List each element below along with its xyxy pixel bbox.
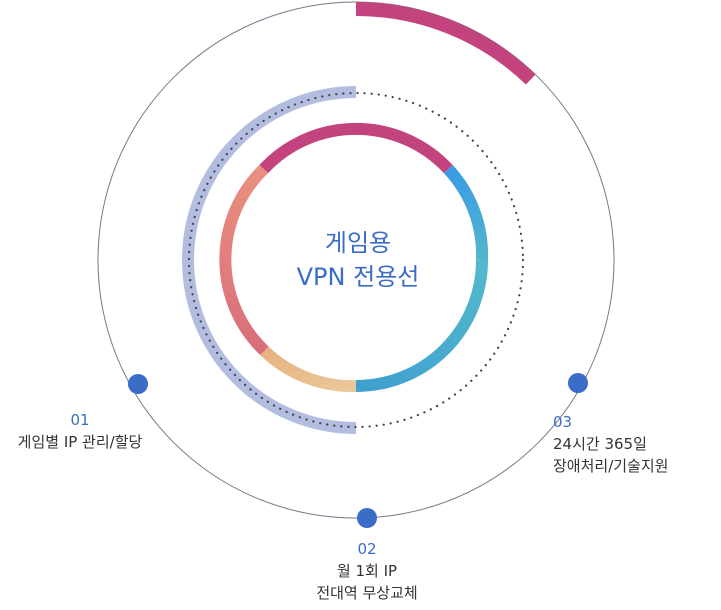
item-02-label: 02 월 1회 IP 전대역 무상교체 <box>277 538 457 604</box>
item-02-text-line1: 월 1회 IP <box>336 562 398 580</box>
item-03-label: 03 24시간 365일 장애처리/기술지원 <box>553 411 721 477</box>
item-03-text-line1: 24시간 365일 <box>553 435 647 453</box>
ring-segment-peach <box>260 346 357 393</box>
item-03-number: 03 <box>553 413 573 431</box>
node-dot-03 <box>568 373 588 393</box>
center-title: 게임용 VPN 전용선 <box>258 226 458 294</box>
inner-ring <box>219 122 489 393</box>
ring-segment-magenta <box>259 122 453 174</box>
center-title-line1: 게임용 <box>324 229 392 257</box>
node-dot-02 <box>357 508 377 528</box>
item-01-number: 01 <box>70 411 90 429</box>
item-02-text-line2: 전대역 무상교체 <box>316 584 418 602</box>
item-02-number: 02 <box>357 540 377 558</box>
item-03-text-line2: 장애처리/기술지원 <box>553 457 669 475</box>
node-dot-01 <box>128 374 148 394</box>
ring-segment-blue <box>443 165 489 261</box>
item-01-text: 게임별 IP 관리/할당 <box>17 433 143 451</box>
center-title-line2: VPN 전용선 <box>296 263 420 291</box>
ring-segment-salmon <box>219 164 269 356</box>
outer-arc-magenta <box>355 1 536 85</box>
left-band <box>182 86 357 434</box>
dotted-ring <box>187 91 525 429</box>
ring-segment-teal <box>355 259 488 392</box>
item-01-label: 01 게임별 IP 관리/할당 <box>0 409 160 453</box>
